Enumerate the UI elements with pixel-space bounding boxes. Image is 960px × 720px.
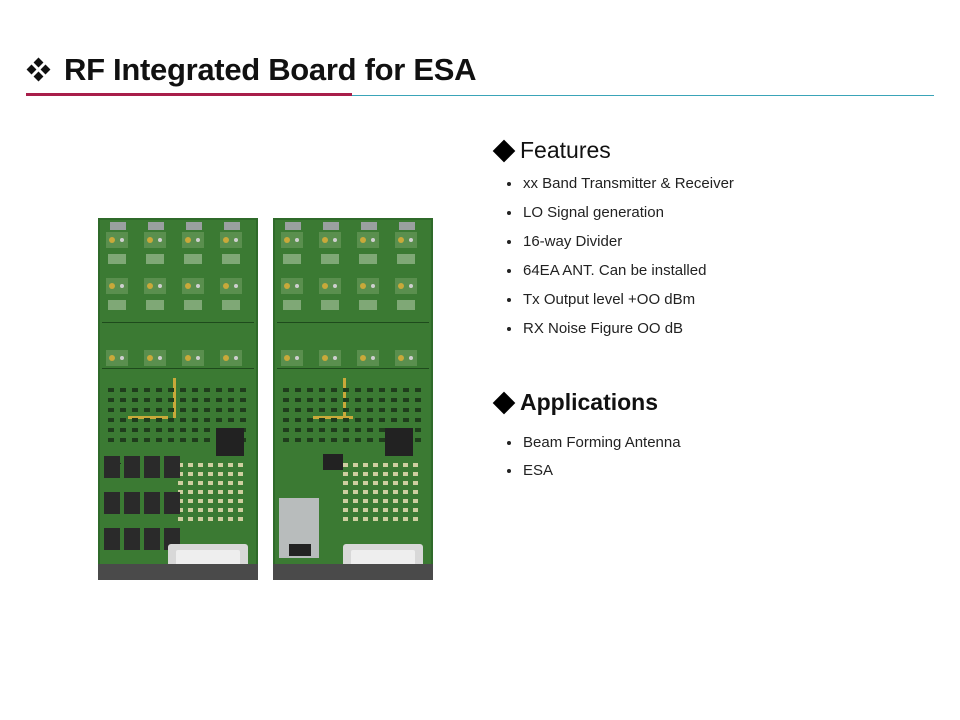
four-diamond-icon	[26, 57, 51, 82]
list-item: LO Signal generation	[506, 204, 734, 233]
list-item: ESA	[506, 462, 681, 490]
list-item-text: ESA	[523, 462, 554, 479]
slide-title: RF Integrated Board for ESA	[64, 52, 477, 87]
applications-heading: Applications	[520, 389, 659, 415]
bullet-dot-icon	[507, 441, 511, 445]
bullet-dot-icon	[507, 182, 511, 186]
features-heading-row: Features	[492, 137, 611, 164]
title-underline-accent	[26, 93, 352, 96]
list-item: 16-way Divider	[506, 233, 734, 262]
applications-heading-row: Applications	[492, 389, 658, 416]
features-list: xx Band Transmitter & Receiver LO Signal …	[506, 175, 734, 349]
list-item: Tx Output level +OO dBm	[506, 291, 734, 320]
bullet-dot-icon	[507, 240, 511, 244]
bullet-dot-icon	[507, 469, 511, 473]
title-underline-rule	[352, 95, 934, 96]
bullet-dot-icon	[507, 269, 511, 273]
diamond-bullet-icon	[492, 139, 516, 162]
list-item: Beam Forming Antenna	[506, 434, 681, 462]
list-item: 64EA ANT. Can be installed	[506, 262, 734, 291]
pcb-board-image-front	[98, 218, 258, 580]
list-item-text: LO Signal generation	[523, 204, 664, 221]
list-item-text: Tx Output level +OO dBm	[523, 291, 696, 308]
list-item-text: xx Band Transmitter & Receiver	[523, 175, 734, 192]
list-item-text: 16-way Divider	[523, 233, 623, 250]
pcb-board-image-back	[273, 218, 433, 580]
features-heading: Features	[520, 137, 611, 163]
list-item-text: RX Noise Figure OO dB	[523, 320, 684, 337]
list-item: RX Noise Figure OO dB	[506, 320, 734, 349]
bullet-dot-icon	[507, 327, 511, 331]
slide-title-row: RF Integrated Board for ESA	[26, 50, 477, 90]
diamond-bullet-icon	[492, 391, 516, 414]
list-item-text: 64EA ANT. Can be installed	[523, 262, 707, 279]
bullet-dot-icon	[507, 298, 511, 302]
list-item-text: Beam Forming Antenna	[523, 434, 681, 451]
list-item: xx Band Transmitter & Receiver	[506, 175, 734, 204]
bullet-dot-icon	[507, 211, 511, 215]
